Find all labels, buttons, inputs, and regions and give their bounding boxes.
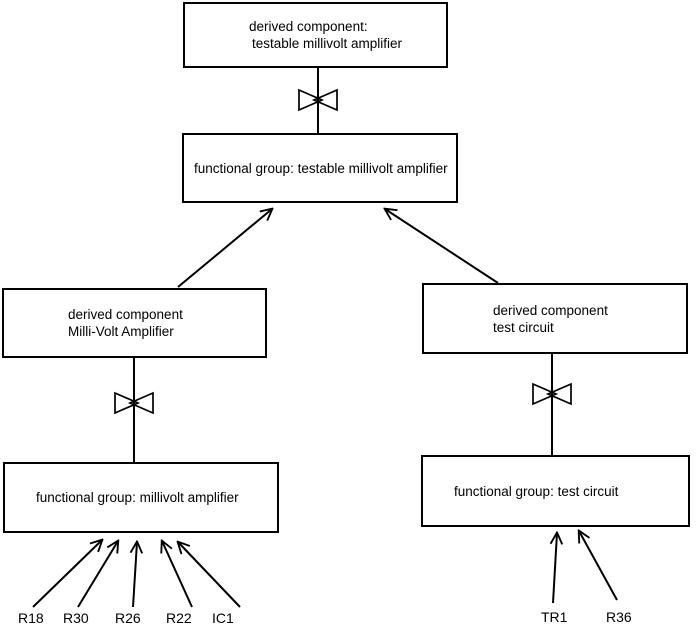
node-label-line2: testable millivolt amplifier: [252, 36, 403, 51]
node-functional-group-testable-millivolt-amplifier: functional group: testable millivolt amp…: [182, 133, 458, 203]
node-derived-millivolt-amplifier: derived component Milli-Volt Amplifier: [2, 288, 267, 358]
bowtie-icon: [532, 382, 572, 406]
node-label-line1: derived component:: [249, 19, 368, 34]
node-label: functional group: testable millivolt amp…: [194, 160, 448, 176]
node-label-line1: derived component: [493, 302, 608, 318]
bowtie-icon: [114, 391, 154, 415]
node-derived-testable-millivolt-amplifier: derived component: testable millivolt am…: [183, 2, 448, 68]
arrow-r18: [32, 540, 102, 608]
arrow-r26: [133, 542, 137, 608]
arrow-ic1: [178, 542, 241, 608]
component-label-r18: R18: [18, 610, 44, 626]
node-label-line2: test circuit: [493, 319, 554, 335]
arrow-left-derived-to-central: [177, 209, 272, 288]
component-label-r36: R36: [606, 609, 632, 625]
bowtie-icon: [298, 88, 338, 112]
arrow-tr1: [553, 533, 557, 604]
node-derived-test-circuit: derived component test circuit: [422, 283, 688, 354]
node-label: functional group: millivolt amplifier: [36, 490, 239, 505]
node-label: functional group: test circuit: [454, 483, 619, 499]
component-label-r26: R26: [115, 610, 141, 626]
component-label-r30: R30: [63, 610, 89, 626]
arrow-right-derived-to-central: [385, 209, 499, 284]
node-functional-group-test-circuit: functional group: test circuit: [421, 455, 690, 527]
component-label-ic1: IC1: [212, 610, 234, 626]
arrow-r30: [77, 541, 118, 608]
node-label-line2: Milli-Volt Amplifier: [68, 324, 174, 339]
node-label-line1: derived component: [68, 307, 183, 322]
component-label-tr1: TR1: [541, 609, 568, 625]
component-label-r22: R22: [166, 610, 192, 626]
arrow-r36: [579, 531, 618, 601]
node-functional-group-millivolt-amplifier: functional group: millivolt amplifier: [3, 462, 279, 533]
arrow-r22: [162, 541, 193, 608]
